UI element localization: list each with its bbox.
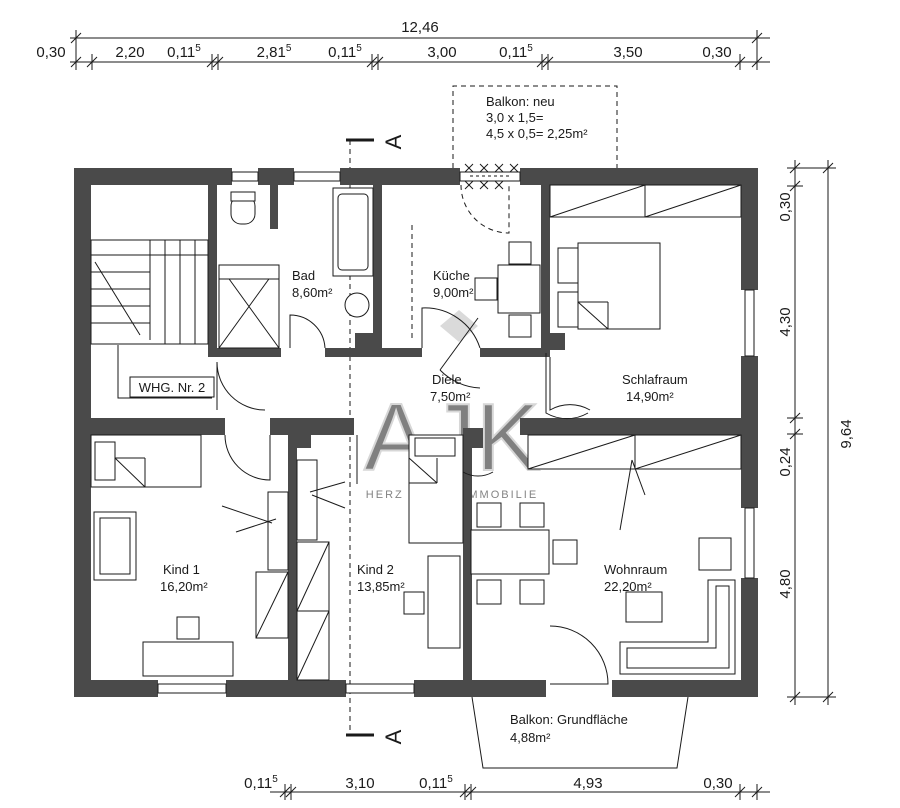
top-dim-7: 3,50 bbox=[613, 44, 642, 61]
kind1-desk bbox=[142, 641, 234, 677]
interior-walls bbox=[91, 185, 741, 680]
sink bbox=[344, 292, 370, 318]
room-bad-area: 8,60m² bbox=[292, 285, 333, 300]
room-labels: Bad 8,60m² Küche 9,00m² Schlafraum 14,90… bbox=[160, 268, 688, 594]
balcony-new-line1: 3,0 x 1,5= bbox=[486, 110, 543, 125]
top-dimension-chain: 12,46 0,30 2,20 0,115 2,815 0,115 3,00 0… bbox=[36, 19, 770, 70]
top-dim-5: 3,00 bbox=[427, 44, 456, 61]
room-kind2-area: 13,85m² bbox=[357, 579, 405, 594]
balcony-door-marks bbox=[464, 163, 519, 190]
room-wohnraum-area: 22,20m² bbox=[604, 579, 652, 594]
section-marker-bottom: A bbox=[381, 729, 406, 744]
top-dim-1: 2,20 bbox=[115, 44, 144, 61]
bedroom-fixtures bbox=[549, 184, 742, 330]
schlafraum-door bbox=[549, 357, 591, 411]
bottom-dim-0: 0,115 bbox=[244, 774, 278, 792]
room-kueche-area: 9,00m² bbox=[433, 285, 474, 300]
bottom-dim-4: 0,30 bbox=[703, 775, 732, 792]
bottom-dimension-chain: 0,115 3,10 0,115 4,93 0,30 bbox=[244, 774, 770, 800]
exterior-walls bbox=[74, 168, 758, 697]
kind2-desk bbox=[427, 555, 461, 649]
room-schlafraum-name: Schlafraum bbox=[622, 372, 688, 387]
right-dim-3: 4,80 bbox=[777, 569, 794, 598]
bottom-dim-3: 4,93 bbox=[573, 775, 602, 792]
room-wohnraum-name: Wohnraum bbox=[604, 562, 667, 577]
diele-door bbox=[439, 317, 479, 371]
bathroom-fixtures bbox=[218, 187, 374, 349]
unit-label: WHG. Nr. 2 bbox=[129, 376, 215, 398]
balcony-base: Balkon: Grundfläche 4,88m² bbox=[471, 696, 689, 769]
dining-table bbox=[470, 529, 550, 575]
room-schlafraum-area: 14,90m² bbox=[626, 389, 674, 404]
kitchen-table bbox=[497, 264, 541, 314]
room-kind1-area: 16,20m² bbox=[160, 579, 208, 594]
total-width-label: 12,46 bbox=[401, 19, 439, 36]
room-bad-name: Bad bbox=[292, 268, 315, 283]
right-dim-0: 0,30 bbox=[777, 192, 794, 221]
kueche-door bbox=[421, 307, 481, 349]
section-marker-top: A bbox=[381, 134, 406, 149]
unit-label-text: WHG. Nr. 2 bbox=[139, 380, 205, 395]
room-kind2-name: Kind 2 bbox=[357, 562, 394, 577]
top-dim-2: 0,115 bbox=[167, 43, 201, 61]
watermark-diamond bbox=[440, 310, 478, 342]
bottom-dim-1: 3,10 bbox=[345, 775, 374, 792]
kind2-fixtures bbox=[296, 434, 464, 681]
right-dim-1: 4,30 bbox=[777, 307, 794, 336]
bad-door bbox=[289, 314, 326, 349]
top-dim-4: 0,115 bbox=[328, 43, 362, 61]
section-line: A A bbox=[346, 134, 406, 744]
room-kind1-name: Kind 1 bbox=[163, 562, 200, 577]
right-dimension-chain: 0,30 4,30 0,24 4,80 9,64 bbox=[777, 160, 855, 705]
top-dim-3: 2,815 bbox=[257, 43, 292, 61]
total-height-label: 9,64 bbox=[838, 419, 855, 448]
balcony-new-title: Balkon: neu bbox=[486, 94, 555, 109]
corner-sofa bbox=[619, 579, 736, 675]
bottom-dim-2: 0,115 bbox=[419, 774, 453, 792]
balcony-base-title: Balkon: Grundfläche bbox=[510, 712, 628, 727]
double-bed bbox=[577, 242, 661, 330]
windows bbox=[157, 171, 755, 694]
kind1-fixtures bbox=[90, 434, 289, 677]
right-dim-2: 0,24 bbox=[777, 447, 794, 476]
wohnraum-fixtures bbox=[462, 353, 742, 685]
top-dim-0: 0,30 bbox=[36, 44, 65, 61]
stair-door bbox=[216, 361, 266, 411]
staircase bbox=[90, 239, 212, 399]
top-dim-6: 0,115 bbox=[499, 43, 533, 61]
top-dim-8: 0,30 bbox=[702, 44, 731, 61]
top-ticks bbox=[70, 54, 763, 70]
doors bbox=[216, 307, 591, 411]
room-kueche-name: Küche bbox=[433, 268, 470, 283]
room-diele-area: 7,50m² bbox=[430, 389, 471, 404]
balcony-base-area: 4,88m² bbox=[510, 730, 551, 745]
balcony-new-line2: 4,5 x 0,5= 2,25m² bbox=[486, 126, 588, 141]
balcony-new: Balkon: neu 3,0 x 1,5= 4,5 x 0,5= 2,25m² bbox=[452, 85, 618, 168]
room-diele-name: Diele bbox=[432, 372, 462, 387]
kitchen-fixtures bbox=[411, 163, 541, 340]
